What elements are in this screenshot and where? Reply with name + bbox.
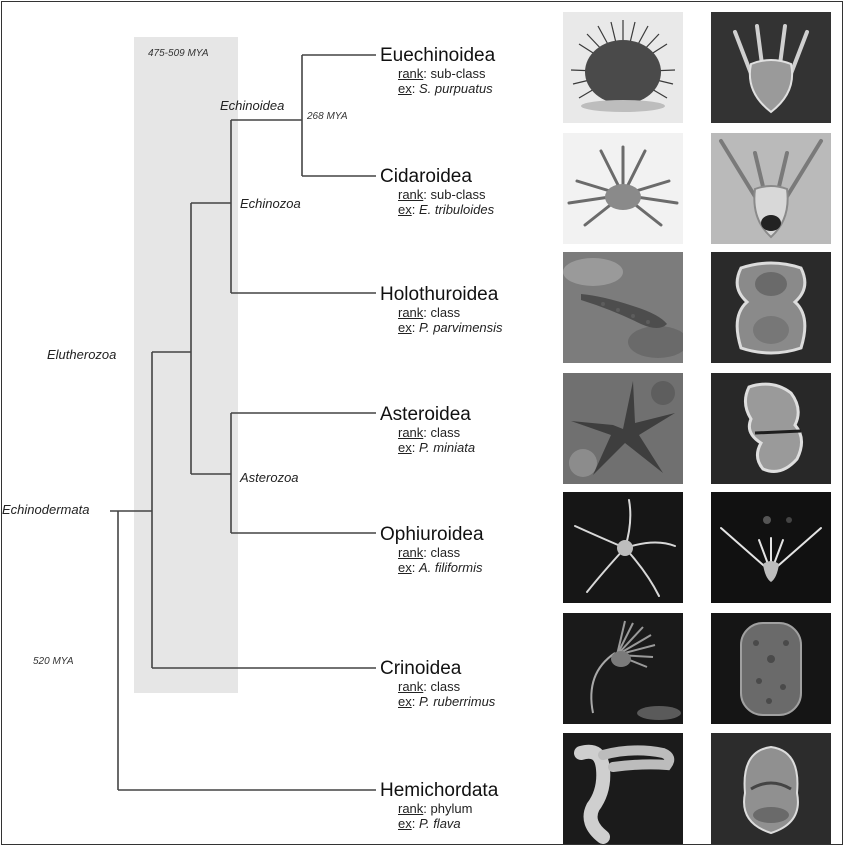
larva-photo-cidaroidea xyxy=(711,133,831,244)
adult-photo-asteroidea xyxy=(563,373,683,484)
taxon-rank: rank: class xyxy=(380,680,495,693)
taxon-example: ex: P. parvimensis xyxy=(380,321,503,334)
larva-photo-crinoidea xyxy=(711,613,831,724)
taxon-name: Euechinoidea xyxy=(380,46,495,65)
taxon-example: ex: P. ruberrimus xyxy=(380,695,495,708)
taxon-rank: rank: class xyxy=(380,306,503,319)
time-label-band: 475-509 MYA xyxy=(148,48,209,59)
taxon-holothuroidea: Holothuroidea rank: class ex: P. parvime… xyxy=(380,285,503,334)
taxon-example: ex: P. miniata xyxy=(380,441,475,454)
clade-label-echinodermata: Echinodermata xyxy=(2,502,89,517)
time-label-root: 520 MYA xyxy=(33,656,74,667)
taxon-name: Holothuroidea xyxy=(380,285,503,304)
taxon-name: Hemichordata xyxy=(380,781,498,800)
adult-photo-hemichordata xyxy=(563,733,683,844)
adult-photo-crinoidea xyxy=(563,613,683,724)
larva-photo-ophiuroidea xyxy=(711,492,831,603)
taxon-crinoidea: Crinoidea rank: class ex: P. ruberrimus xyxy=(380,659,495,708)
larva-photo-asteroidea xyxy=(711,373,831,484)
adult-photo-holothuroidea xyxy=(563,252,683,363)
taxon-rank: rank: phylum xyxy=(380,802,498,815)
taxon-rank: rank: sub-class xyxy=(380,67,495,80)
clade-label-asterozoa: Asterozoa xyxy=(240,470,299,485)
taxon-name: Ophiuroidea xyxy=(380,525,484,544)
taxon-rank: rank: sub-class xyxy=(380,188,494,201)
taxon-name: Asteroidea xyxy=(380,405,475,424)
adult-photo-euechinoidea xyxy=(563,12,683,123)
taxon-example: ex: S. purpuatus xyxy=(380,82,495,95)
taxon-example: ex: A. filiformis xyxy=(380,561,484,574)
taxon-hemichordata: Hemichordata rank: phylum ex: P. flava xyxy=(380,781,498,830)
larva-photo-holothuroidea xyxy=(711,252,831,363)
divergence-time-band xyxy=(134,37,238,693)
taxon-example: ex: P. flava xyxy=(380,817,498,830)
taxon-name: Cidaroidea xyxy=(380,167,494,186)
taxon-cidaroidea: Cidaroidea rank: sub-class ex: E. tribul… xyxy=(380,167,494,216)
taxon-euechinoidea: Euechinoidea rank: sub-class ex: S. purp… xyxy=(380,46,495,95)
taxon-example: ex: E. tribuloides xyxy=(380,203,494,216)
taxon-ophiuroidea: Ophiuroidea rank: class ex: A. filiformi… xyxy=(380,525,484,574)
taxon-name: Crinoidea xyxy=(380,659,495,678)
clade-label-echinoidea: Echinoidea xyxy=(220,98,284,113)
adult-photo-ophiuroidea xyxy=(563,492,683,603)
taxon-rank: rank: class xyxy=(380,546,484,559)
clade-label-echinozoa: Echinozoa xyxy=(240,196,301,211)
time-label-echinoidea-split: 268 MYA xyxy=(307,111,348,122)
larva-photo-euechinoidea xyxy=(711,12,831,123)
adult-photo-cidaroidea xyxy=(563,133,683,244)
taxon-rank: rank: class xyxy=(380,426,475,439)
larva-photo-hemichordata xyxy=(711,733,831,844)
clade-label-eleutherozoa: Elutherozoa xyxy=(47,347,116,362)
taxon-asteroidea: Asteroidea rank: class ex: P. miniata xyxy=(380,405,475,454)
